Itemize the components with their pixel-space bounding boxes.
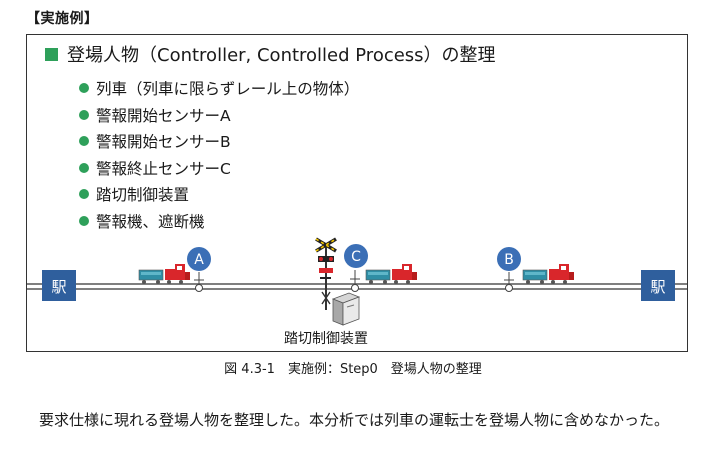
crossing-signal-icon <box>315 237 337 310</box>
figure-panel: 登場人物（Controller, Controlled Process）の整理 … <box>26 34 688 352</box>
figure-caption: 図 4.3-1 実施例：Step0 登場人物の整理 <box>224 362 482 377</box>
sensor-b: B <box>497 247 521 292</box>
sensor-b-label: B <box>504 252 514 268</box>
crossing-controller-icon <box>331 292 361 326</box>
station-left-label: 駅 <box>51 278 66 296</box>
list-item: 警報開始センサーA <box>79 102 359 129</box>
station-right-label: 駅 <box>650 278 665 296</box>
sensor-c-label: C <box>351 249 361 265</box>
list-item-text: 警報機、遮断機 <box>96 212 205 231</box>
bullet-icon <box>79 189 89 200</box>
list-item: 警報終止センサーC <box>79 155 359 182</box>
train-icon <box>365 264 417 284</box>
list-item-text: 警報開始センサーB <box>96 133 231 152</box>
example-label: 【実施例】 <box>26 11 99 27</box>
station-right: 駅 <box>641 270 675 301</box>
station-left: 駅 <box>42 270 76 301</box>
bullet-icon <box>79 83 89 94</box>
body-paragraph: 要求仕様に現れる登場人物を整理した。本分析では列車の運転士を登場人物に含めなかっ… <box>39 411 670 429</box>
bullet-icon <box>79 136 89 147</box>
train-icon <box>522 264 574 284</box>
list-item-text: 列車（列車に限らずレール上の物体） <box>96 80 360 99</box>
sensor-c: C <box>344 244 368 292</box>
list-item-text: 警報開始センサーA <box>96 106 231 125</box>
controller-label: 踏切制御装置 <box>284 331 368 347</box>
figure-heading: 登場人物（Controller, Controlled Process）の整理 <box>45 41 496 67</box>
actor-list: 列車（列車に限らずレール上の物体） 警報開始センサーA 警報開始センサーB 警報… <box>79 75 359 234</box>
sensor-a-label: A <box>194 252 204 268</box>
green-square-icon <box>45 47 58 61</box>
list-item: 踏切制御装置 <box>79 181 359 208</box>
sensor-a: A <box>187 247 211 292</box>
list-item-text: 警報終止センサーC <box>96 159 231 178</box>
figure-heading-text: 登場人物（Controller, Controlled Process）の整理 <box>67 45 496 66</box>
list-item-text: 踏切制御装置 <box>96 186 190 205</box>
list-item: 列車（列車に限らずレール上の物体） <box>79 75 359 102</box>
bullet-icon <box>79 215 89 226</box>
list-item: 警報機、遮断機 <box>79 208 359 235</box>
bullet-icon <box>79 162 89 173</box>
list-item: 警報開始センサーB <box>79 128 359 155</box>
train-icon <box>138 264 190 284</box>
bullet-icon <box>79 109 89 120</box>
